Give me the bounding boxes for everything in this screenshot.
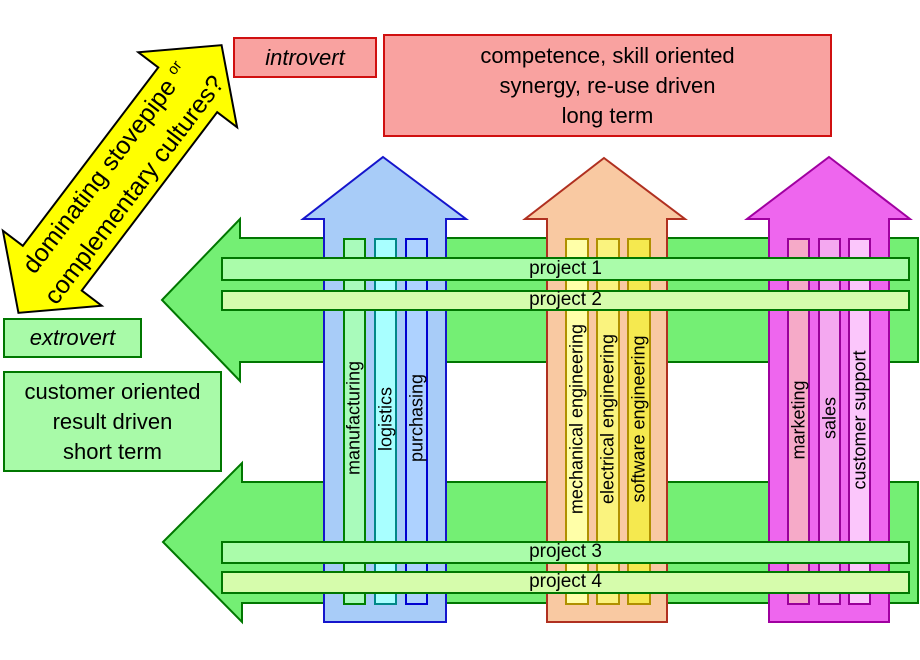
project-1-strip: [221, 257, 910, 281]
project-3-label: project 3: [529, 541, 602, 562]
software-engineering-label: software engineering: [628, 335, 649, 503]
project-1-label: project 1: [529, 258, 602, 279]
customer-support-bar: [848, 238, 871, 605]
project-2-strip: [221, 290, 910, 311]
manufacturing-label: manufacturing: [343, 360, 364, 476]
logistics-label: logistics: [375, 386, 396, 452]
sales-bar: [818, 238, 841, 605]
electrical-engineering-label: electrical engineering: [597, 333, 618, 505]
customer-support-label: customer support: [849, 350, 870, 490]
mechanical-engineering-bar: [565, 238, 589, 605]
extrovert-label-box: extrovert: [3, 318, 142, 358]
extrovert-trait-2: result driven: [52, 408, 173, 434]
extrovert-label: extrovert: [29, 325, 116, 350]
electrical-engineering-bar: [596, 238, 620, 605]
logistics-bar: [374, 238, 397, 605]
extrovert-traits-box: customer oriented result driven short te…: [3, 371, 222, 472]
project-4-strip: [221, 571, 910, 594]
introvert-label-box: introvert: [233, 37, 377, 78]
introvert-trait-3: long term: [561, 102, 654, 128]
introvert-traits-box: competence, skill oriented synergy, re-u…: [383, 34, 832, 137]
marketing-label: marketing: [788, 380, 809, 460]
introvert-trait-2: synergy, re-use driven: [499, 72, 716, 98]
project-2-label: project 2: [529, 289, 602, 310]
marketing-bar: [787, 238, 810, 605]
introvert-label: introvert: [265, 44, 345, 70]
purchasing-bar: [405, 238, 428, 605]
mechanical-engineering-label: mechanical engineering: [566, 323, 587, 515]
extrovert-trait-3: short term: [62, 438, 163, 464]
project-4-label: project 4: [529, 571, 602, 592]
manufacturing-bar: [343, 238, 366, 605]
culture-question-or: or: [164, 57, 186, 79]
extrovert-trait-1: customer oriented: [24, 378, 201, 404]
introvert-trait-1: competence, skill oriented: [480, 42, 735, 68]
culture-question-double-arrow: [1, 44, 239, 314]
sales-label: sales: [819, 396, 840, 440]
software-engineering-bar: [627, 238, 651, 605]
purchasing-label: purchasing: [406, 373, 427, 463]
project-3-strip: [221, 541, 910, 564]
